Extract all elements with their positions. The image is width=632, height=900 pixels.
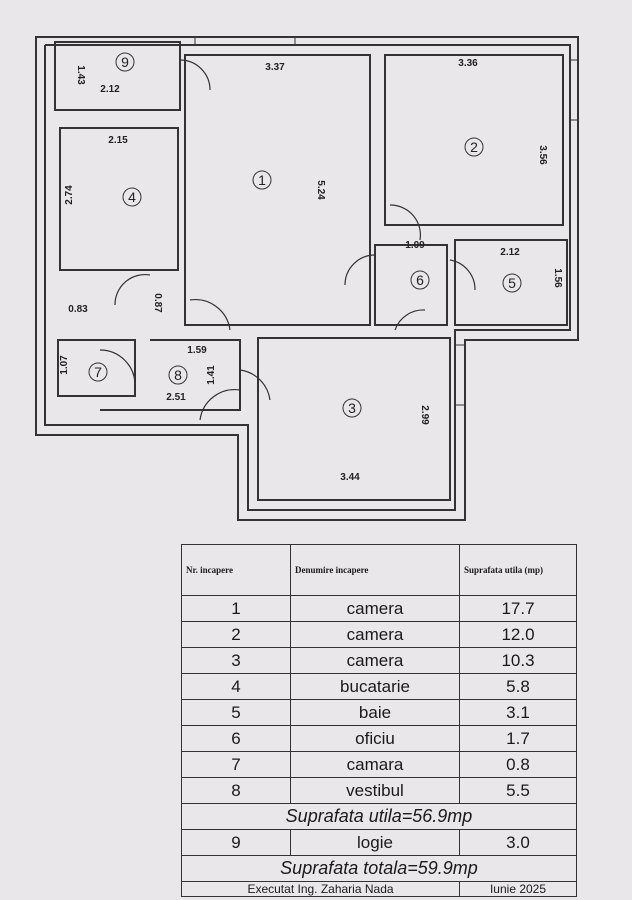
room-5 <box>454 239 568 326</box>
dimension: 3.56 <box>537 145 548 165</box>
room-label: 5 <box>508 275 516 291</box>
dimension: 2.12 <box>100 84 120 95</box>
cell-name: vestibul <box>290 777 460 804</box>
footer-author: Executat Ing. Zaharia Nada <box>181 881 460 897</box>
dimension: 2.74 <box>64 185 75 205</box>
cell-nr: 7 <box>181 751 291 778</box>
header-nr: Nr. incapere <box>181 544 291 596</box>
dimension: 1.41 <box>206 365 217 385</box>
room-4 <box>59 127 179 271</box>
room-area-table: Nr. incapere Denumire incapere Suprafata… <box>181 544 577 897</box>
cell-nr: 1 <box>181 595 291 622</box>
cell-nr: 3 <box>181 647 291 674</box>
dimension: 2.12 <box>500 247 520 258</box>
dimension: 1.59 <box>187 345 207 356</box>
room-3 <box>257 337 451 501</box>
header-area: Suprafata utila (mp) <box>459 544 577 596</box>
cell-area: 12.0 <box>459 621 577 648</box>
outer-wall <box>35 36 579 521</box>
cell-area: 17.7 <box>459 595 577 622</box>
room-label: 9 <box>121 54 129 70</box>
floor-plan: 9 1 2 3 4 5 6 7 8 2.12 1.43 3.37 5.24 3.… <box>35 36 579 521</box>
room-9 <box>54 41 181 111</box>
room-7 <box>57 339 136 397</box>
cell-nr: 4 <box>181 673 291 700</box>
cell-nr: 9 <box>181 829 291 856</box>
room-1 <box>184 54 371 326</box>
dimension: 2.99 <box>419 405 430 425</box>
cell-name: baie <box>290 699 460 726</box>
dimension: 5.24 <box>315 180 326 200</box>
room-label: 7 <box>94 364 102 380</box>
grand-total: Suprafata totala=59.9mp <box>181 855 577 882</box>
cell-name: logie <box>290 829 460 856</box>
dimension: 3.36 <box>458 58 478 69</box>
dimension: 3.44 <box>340 472 360 483</box>
room-6 <box>374 244 448 326</box>
cell-nr: 6 <box>181 725 291 752</box>
room-label: 3 <box>348 400 356 416</box>
dimension: 2.15 <box>108 135 128 146</box>
useful-total: Suprafata utila=56.9mp <box>181 803 577 830</box>
cell-name: camera <box>290 647 460 674</box>
cell-area: 3.0 <box>459 829 577 856</box>
room-label: 6 <box>416 272 424 288</box>
room-2 <box>384 54 564 226</box>
cell-nr: 2 <box>181 621 291 648</box>
dimension: 1.56 <box>552 268 563 288</box>
room-label: 8 <box>174 367 182 383</box>
cell-area: 10.3 <box>459 647 577 674</box>
room-label: 4 <box>128 189 136 205</box>
cell-name: camera <box>290 595 460 622</box>
dimension: 0.83 <box>68 304 88 315</box>
cell-name: camara <box>290 751 460 778</box>
dimension: 1.09 <box>405 240 425 251</box>
cell-name: oficiu <box>290 725 460 752</box>
dimension: 3.37 <box>265 62 285 73</box>
footer-date: Iunie 2025 <box>459 881 577 897</box>
dimension: 0.87 <box>152 293 163 313</box>
room-8 <box>100 339 241 411</box>
room-label: 1 <box>258 172 266 188</box>
cell-name: camera <box>290 621 460 648</box>
cell-area: 3.1 <box>459 699 577 726</box>
dimension: 2.51 <box>166 392 186 403</box>
room-label: 2 <box>470 139 478 155</box>
cell-area: 0.8 <box>459 751 577 778</box>
cell-area: 5.5 <box>459 777 577 804</box>
cell-name: bucatarie <box>290 673 460 700</box>
dimension: 1.43 <box>75 65 86 85</box>
cell-nr: 5 <box>181 699 291 726</box>
header-name: Denumire incapere <box>290 544 460 596</box>
dimension: 1.07 <box>59 355 70 375</box>
cell-area: 1.7 <box>459 725 577 752</box>
cell-area: 5.8 <box>459 673 577 700</box>
cell-nr: 8 <box>181 777 291 804</box>
